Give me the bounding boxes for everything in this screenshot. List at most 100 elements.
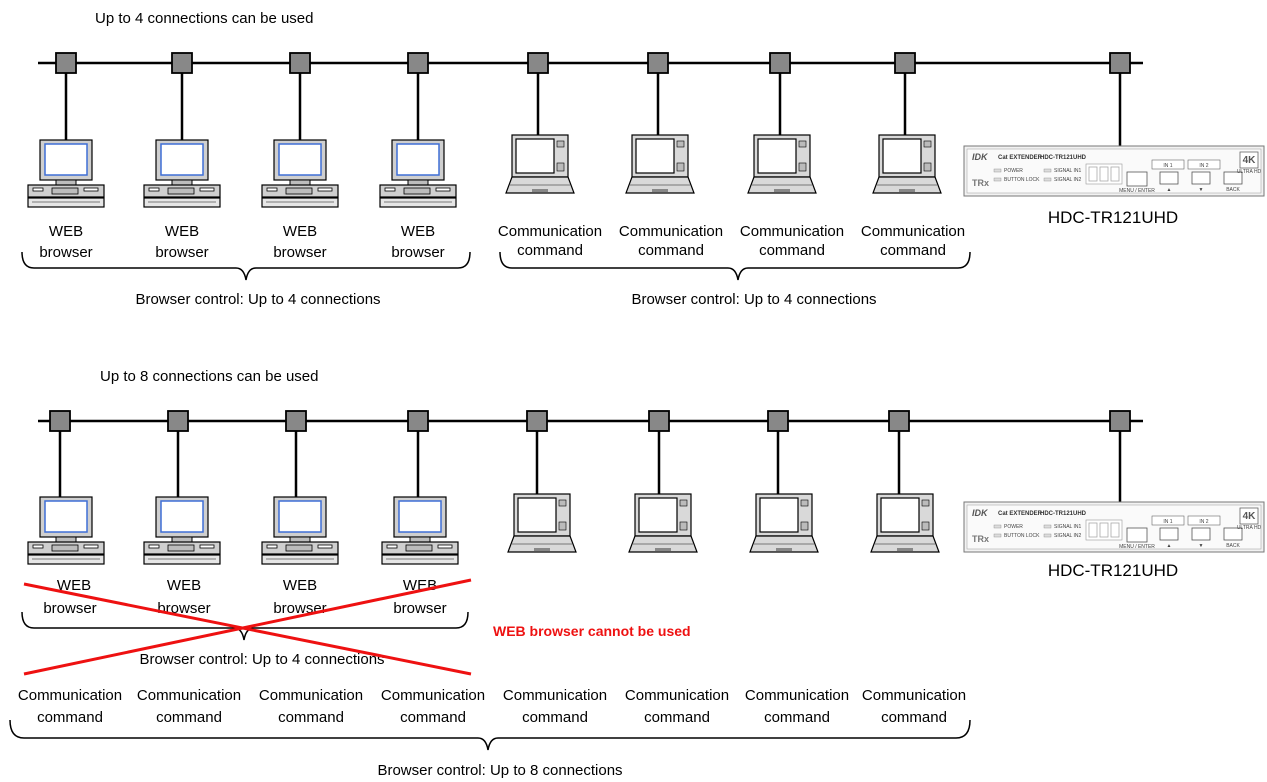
- brand-logo: IDK: [972, 508, 989, 518]
- pc-label-line1: WEB: [283, 223, 317, 240]
- command-label-line2: command: [37, 709, 103, 726]
- top-drop-lines: [64, 63, 1122, 150]
- model-text: HDC-TR121UHD: [1040, 511, 1087, 517]
- seven-segment-display: [1085, 163, 1123, 185]
- led-label: SIGNAL IN1: [1054, 168, 1082, 174]
- desktop-pc-icon: [261, 496, 339, 565]
- laptop-label-line2: command: [638, 242, 704, 259]
- pc-label-line1: WEB: [401, 223, 435, 240]
- pc-label-line1: WEB: [165, 223, 199, 240]
- command-label-line2: command: [278, 709, 344, 726]
- desktop-pc-icon: [143, 139, 221, 208]
- command-label-line1: Communication: [18, 687, 122, 704]
- pc-label-line2: browser: [43, 600, 96, 617]
- laptop-label-line2: command: [759, 242, 825, 259]
- model-text: HDC-TR121UHD: [1040, 155, 1087, 161]
- led-label: SIGNAL IN2: [1054, 177, 1082, 183]
- network-node: [526, 410, 548, 432]
- menu-enter-label: MENU / ENTER: [1119, 544, 1155, 550]
- laptop-label-line1: Communication: [740, 223, 844, 240]
- laptop-icon: [507, 493, 577, 553]
- pc-label-line2: browser: [155, 244, 208, 261]
- pc-label-line2: browser: [39, 244, 92, 261]
- up-label: ▲: [1167, 187, 1172, 193]
- command-label-line2: command: [644, 709, 710, 726]
- group-brace-all: [9, 719, 971, 751]
- pc-label-line2: browser: [391, 244, 444, 261]
- desktop-pc-icon: [379, 139, 457, 208]
- laptop-label-line1: Communication: [498, 223, 602, 240]
- laptop-icon: [870, 493, 940, 553]
- command-label-line1: Communication: [625, 687, 729, 704]
- led-label: POWER: [1004, 524, 1023, 530]
- pc-label-line1: WEB: [283, 577, 317, 594]
- command-label-line1: Communication: [503, 687, 607, 704]
- led-label: SIGNAL IN1: [1054, 524, 1082, 530]
- network-node: [888, 410, 910, 432]
- led-label: BUTTON LOCK: [1004, 177, 1040, 183]
- back-label: BACK: [1226, 543, 1240, 549]
- ultra-hd-badge: ULTRA HD: [1237, 169, 1262, 175]
- back-label: BACK: [1226, 187, 1240, 193]
- 4k-badge: 4K: [1243, 155, 1257, 166]
- desktop-pc-icon: [261, 139, 339, 208]
- in2-label: IN 2: [1199, 519, 1208, 525]
- network-node: [289, 52, 311, 74]
- network-node: [285, 410, 307, 432]
- pc-label-line1: WEB: [57, 577, 91, 594]
- bottom-title: Up to 8 connections can be used: [100, 368, 318, 385]
- laptop-icon: [505, 134, 575, 194]
- group-brace-left: [21, 251, 471, 281]
- laptop-icon: [872, 134, 942, 194]
- command-label-line2: command: [881, 709, 947, 726]
- network-node: [1109, 52, 1131, 74]
- down-label: ▼: [1199, 187, 1204, 193]
- bottom-drop-lines: [58, 421, 1122, 505]
- laptop-label-line2: command: [517, 242, 583, 259]
- desktop-pc-icon: [27, 496, 105, 565]
- pc-label-line2: browser: [157, 600, 210, 617]
- laptop-label-line2: command: [880, 242, 946, 259]
- command-label-line2: command: [764, 709, 830, 726]
- hdc-device-front-panel: IDK Cat EXTENDER HDC-TR121UHD POWER BUTT…: [963, 145, 1265, 197]
- laptop-label-line1: Communication: [619, 223, 723, 240]
- group-left-caption: Browser control: Up to 4 connections: [135, 291, 380, 308]
- pc-label-line1: WEB: [49, 223, 83, 240]
- up-label: ▲: [1167, 543, 1172, 549]
- group-right-caption: Browser control: Up to 4 connections: [631, 291, 876, 308]
- in1-label: IN 1: [1163, 163, 1172, 169]
- laptop-icon: [747, 134, 817, 194]
- 4k-badge: 4K: [1243, 511, 1257, 522]
- product-line-text: Cat EXTENDER: [998, 155, 1043, 161]
- command-label-line1: Communication: [745, 687, 849, 704]
- network-node: [648, 410, 670, 432]
- command-label-line1: Communication: [381, 687, 485, 704]
- laptop-icon: [749, 493, 819, 553]
- group-all-caption: Browser control: Up to 8 connections: [377, 762, 622, 779]
- brand-logo: IDK: [972, 152, 989, 162]
- desktop-pc-icon: [27, 139, 105, 208]
- group-browsers-caption: Browser control: Up to 4 connections: [139, 651, 384, 668]
- laptop-label-line1: Communication: [861, 223, 965, 240]
- led-label: BUTTON LOCK: [1004, 533, 1040, 539]
- laptop-icon: [625, 134, 695, 194]
- command-label-line2: command: [156, 709, 222, 726]
- command-label-line1: Communication: [137, 687, 241, 704]
- network-node: [527, 52, 549, 74]
- group-brace-browsers: [21, 611, 469, 641]
- ultra-hd-badge: ULTRA HD: [1237, 525, 1262, 531]
- down-label: ▼: [1199, 543, 1204, 549]
- network-node: [171, 52, 193, 74]
- product-line-text: Cat EXTENDER: [998, 511, 1043, 517]
- desktop-pc-icon: [143, 496, 221, 565]
- network-node: [894, 52, 916, 74]
- network-node: [407, 410, 429, 432]
- command-label-line2: command: [400, 709, 466, 726]
- network-node: [167, 410, 189, 432]
- network-node: [49, 410, 71, 432]
- network-node: [769, 52, 791, 74]
- seven-segment-display: [1085, 519, 1123, 541]
- pc-label-line1: WEB: [167, 577, 201, 594]
- network-node: [55, 52, 77, 74]
